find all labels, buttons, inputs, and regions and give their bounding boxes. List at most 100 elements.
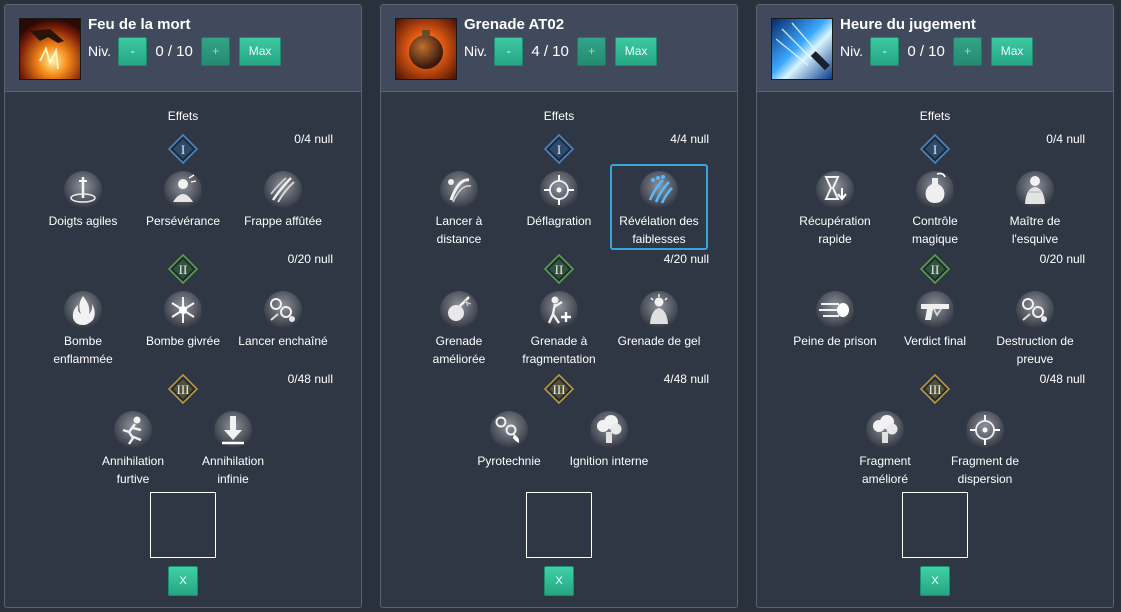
svg-text:I: I — [181, 142, 185, 157]
pistol-icon — [916, 291, 954, 329]
tripod-option[interactable]: Bombe enflammée — [34, 284, 132, 370]
level-decrease-button[interactable]: - — [118, 36, 148, 66]
tier-2-badge: II — [920, 254, 950, 284]
enhanced-grenade-icon — [440, 291, 478, 329]
tripod-option-label: Annihilation infinie — [201, 454, 265, 486]
svg-text:II: II — [179, 262, 188, 277]
tripod-option[interactable]: Grenade de gel — [610, 284, 708, 352]
skill-name: Grenade AT02 — [464, 16, 565, 33]
tripod-option-label: Bombe enflammée — [53, 334, 113, 366]
rune-slot[interactable] — [526, 492, 592, 558]
tripod-option-label: Fragment de dispersion — [950, 454, 1020, 486]
dagger-swirl-icon — [64, 171, 102, 209]
tripod-option[interactable]: Destruction de preuve — [986, 284, 1084, 370]
tier-3-badge: III — [544, 374, 574, 404]
clear-button[interactable]: X — [920, 566, 950, 596]
skill-header: Grenade AT02 Niv. - 4 / 10 + Max — [381, 5, 737, 92]
tier-point-count: 0/20 null — [287, 252, 333, 266]
level-decrease-button[interactable]: - — [870, 36, 900, 66]
hourglass-down-icon — [816, 171, 854, 209]
tripod-option[interactable]: Grenade à fragmentation — [510, 284, 608, 370]
tripod-option-label: Ignition interne — [569, 454, 649, 468]
tripod-option[interactable]: Pyrotechnie — [460, 404, 558, 472]
tripod-option[interactable]: Fragment amélioré — [836, 404, 934, 490]
frozen-figure-icon — [640, 291, 678, 329]
tripod-option[interactable]: Annihilation furtive — [84, 404, 182, 490]
tripod-option-label: Maître de l'esquive — [1009, 214, 1061, 246]
down-arrow-impact-icon — [214, 411, 252, 449]
tripod-option[interactable]: Maître de l'esquive — [986, 164, 1084, 250]
level-controls: Niv. - 0 / 10 + Max — [840, 36, 1034, 66]
tripod-tree: Effets I 0/4 null Doigts agiles Persévér… — [5, 91, 361, 607]
tripod-option-label: Pyrotechnie — [477, 454, 541, 468]
fire-hand-skill-icon — [19, 18, 81, 80]
tripod-option[interactable]: Révélation des faiblesses — [610, 164, 708, 250]
svg-text:III: III — [553, 382, 566, 397]
level-value: 4 / 10 — [531, 42, 569, 60]
tier-point-count: 4/20 null — [663, 252, 709, 266]
chain-throw-icon — [1016, 291, 1054, 329]
weakness-claws-icon — [640, 171, 678, 209]
tier-1-badge: I — [920, 134, 950, 164]
skill-panel: Feu de la mort Niv. - 0 / 10 + Max Effet… — [4, 4, 362, 608]
level-max-button[interactable]: Max — [991, 36, 1034, 66]
tripod-option[interactable]: Peine de prison — [786, 284, 884, 352]
rune-slot[interactable] — [150, 492, 216, 558]
persevering-figure-icon — [164, 171, 202, 209]
tripod-option-label: Récupération rapide — [799, 214, 871, 246]
level-decrease-button[interactable]: - — [494, 36, 524, 66]
tripod-option[interactable]: Persévérance — [134, 164, 232, 232]
chain-throw-icon — [264, 291, 302, 329]
grenade-skill-icon — [395, 18, 457, 80]
tripod-option[interactable]: Lancer enchaîné — [234, 284, 332, 352]
clear-button[interactable]: X — [544, 566, 574, 596]
tripod-option-label: Contrôle magique — [911, 214, 959, 246]
tier-1-badge: I — [168, 134, 198, 164]
tier-point-count: 0/20 null — [1039, 252, 1085, 266]
speed-bullet-icon — [816, 291, 854, 329]
tier-3-badge: III — [168, 374, 198, 404]
tier-point-count: 4/4 null — [670, 132, 709, 146]
tripod-option[interactable]: Fragment de dispersion — [936, 404, 1034, 490]
tripod-option[interactable]: Frappe affûtée — [234, 164, 332, 232]
judgement-beam-skill-icon — [771, 18, 833, 80]
tripod-option[interactable]: Ignition interne — [560, 404, 658, 472]
skill-name: Heure du jugement — [840, 16, 976, 33]
explosion-cloud-icon — [866, 411, 904, 449]
tripod-option-label: Annihilation furtive — [101, 454, 165, 486]
level-increase-button[interactable]: + — [201, 36, 231, 66]
level-increase-button[interactable]: + — [577, 36, 607, 66]
effects-title: Effets — [167, 109, 199, 123]
tripod-option-label: Lancer enchaîné — [238, 334, 328, 348]
tripod-option[interactable]: Récupération rapide — [786, 164, 884, 250]
tripod-option-label: Révélation des faiblesses — [619, 214, 699, 246]
tripod-option-label: Persévérance — [145, 214, 221, 228]
level-max-button[interactable]: Max — [239, 36, 282, 66]
level-max-button[interactable]: Max — [615, 36, 658, 66]
tripod-option-label: Grenade améliorée — [432, 334, 486, 366]
potion-flask-icon — [916, 171, 954, 209]
tripod-option[interactable]: Contrôle magique — [886, 164, 984, 250]
tripod-option[interactable]: Déflagration — [510, 164, 608, 232]
tripod-option-label: Destruction de preuve — [996, 334, 1074, 366]
tier-2-badge: II — [168, 254, 198, 284]
explosion-cloud-icon — [590, 411, 628, 449]
tripod-option-label: Lancer à distance — [435, 214, 483, 246]
rune-slot[interactable] — [902, 492, 968, 558]
tripod-option-label: Frappe affûtée — [244, 214, 322, 228]
clear-button[interactable]: X — [168, 566, 198, 596]
dodge-figure-icon — [1016, 171, 1054, 209]
level-increase-button[interactable]: + — [953, 36, 983, 66]
tripod-option[interactable]: Bombe givrée — [134, 284, 232, 352]
svg-text:III: III — [177, 382, 190, 397]
long-throw-icon — [440, 171, 478, 209]
tier-3-badge: III — [920, 374, 950, 404]
tripod-option-label: Peine de prison — [793, 334, 877, 348]
sprinting-figure-icon — [114, 411, 152, 449]
tripod-option[interactable]: Verdict final — [886, 284, 984, 352]
tripod-option[interactable]: Annihilation infinie — [184, 404, 282, 490]
tripod-option[interactable]: Doigts agiles — [34, 164, 132, 232]
tripod-option[interactable]: Grenade améliorée — [410, 284, 508, 370]
tripod-option[interactable]: Lancer à distance — [410, 164, 508, 250]
skill-panel: Heure du jugement Niv. - 0 / 10 + Max Ef… — [756, 4, 1114, 608]
